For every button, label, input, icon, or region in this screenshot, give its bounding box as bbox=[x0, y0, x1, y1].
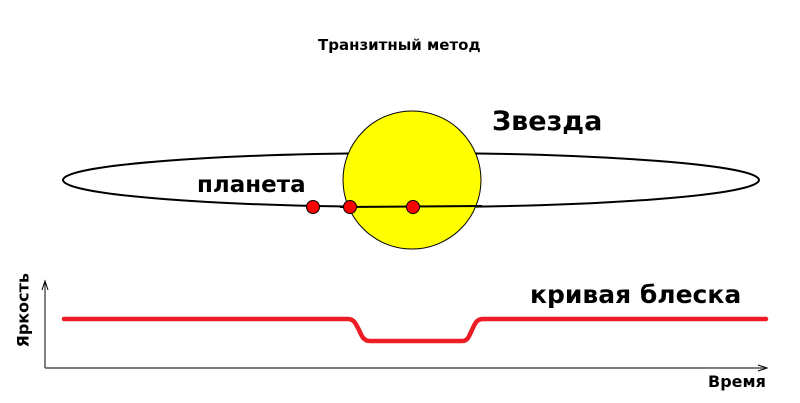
star-label: Звезда bbox=[492, 106, 603, 137]
y-axis-arrow-icon bbox=[41, 279, 49, 291]
planet-icon bbox=[406, 200, 420, 214]
light-curve bbox=[61, 316, 769, 344]
planet-label: планета bbox=[197, 172, 306, 198]
planet-icon bbox=[306, 200, 320, 214]
x-axis-arrow-icon bbox=[757, 364, 769, 372]
x-axis-label: Время bbox=[708, 372, 766, 391]
planet-icon bbox=[343, 200, 357, 214]
star-icon bbox=[342, 110, 482, 250]
light-curve-label: кривая блеска bbox=[530, 280, 742, 309]
y-axis-label: Яркость bbox=[13, 273, 33, 348]
diagram-title: Транзитный метод bbox=[318, 36, 481, 54]
